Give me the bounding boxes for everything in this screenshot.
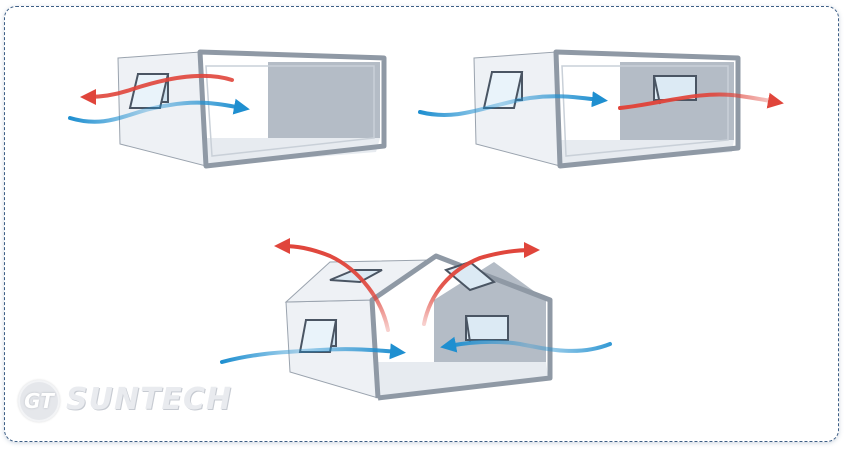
awning-window-icon bbox=[482, 71, 524, 109]
cold-air-arrow bbox=[418, 91, 608, 117]
warm-air-arrow bbox=[618, 92, 784, 110]
room1-floor bbox=[200, 138, 380, 166]
room2-inner-edge bbox=[561, 65, 729, 157]
room-single-window bbox=[68, 49, 387, 169]
logo-badge-icon: GT bbox=[18, 380, 60, 422]
awning-window-icon bbox=[298, 319, 338, 353]
cold-air-arrow bbox=[440, 336, 612, 353]
room2-open-frame bbox=[553, 49, 741, 169]
room1-inner-edge bbox=[205, 65, 375, 157]
house-open-frame bbox=[369, 253, 553, 401]
room1-back-wall bbox=[268, 62, 380, 138]
cold-air-arrow bbox=[220, 343, 406, 364]
house-floor bbox=[372, 362, 548, 398]
warm-air-arrow bbox=[274, 238, 390, 332]
awning-window-icon bbox=[653, 75, 697, 105]
warm-air-arrow bbox=[422, 242, 540, 326]
warm-air-arrow bbox=[80, 73, 234, 105]
logo-badge-text: GT bbox=[24, 389, 54, 413]
room-cross-ventilation bbox=[418, 49, 784, 169]
awning-window-icon bbox=[465, 315, 509, 343]
suntech-logo: GT SUNTECH bbox=[14, 376, 234, 430]
house-stack-ventilation bbox=[220, 238, 612, 401]
logo-wordmark: SUNTECH bbox=[66, 382, 233, 417]
room1-open-frame bbox=[197, 49, 387, 169]
cold-air-arrow bbox=[68, 98, 250, 124]
